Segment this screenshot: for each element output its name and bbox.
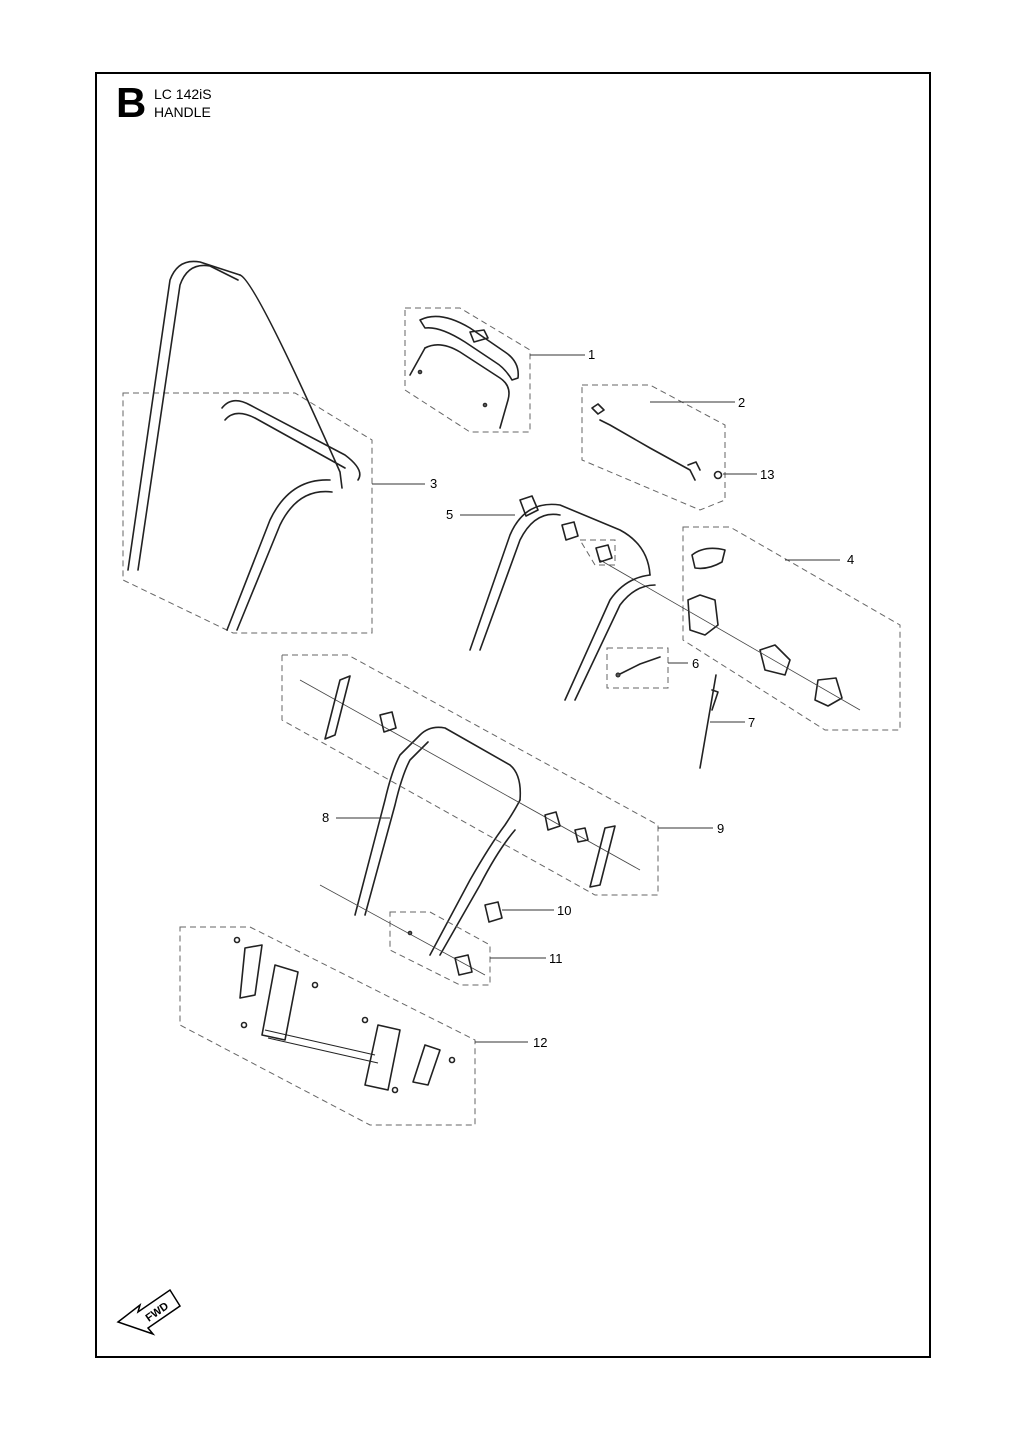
forward-arrow-icon: FWD [116,1288,182,1336]
section-name: HANDLE [154,104,211,120]
section-letter: B [116,79,147,126]
callout-7: 7 [748,715,755,730]
drawing-frame [95,72,931,1358]
callout-5: 5 [446,507,453,522]
callout-1: 1 [588,347,595,362]
part-10: 10 [484,901,571,923]
part-group-6: 6 [606,647,699,689]
callout-12: 12 [533,1035,547,1050]
callout-11: 11 [549,951,563,966]
part-group-3: 3 [122,260,437,634]
part-group-11: 11 [319,884,563,986]
model-code: LC 142iS [154,86,212,102]
callout-6: 6 [692,656,699,671]
part-group-4: 4 [599,526,901,731]
part-group-9: 9 [281,654,724,896]
part-group-8: 8 [322,726,522,956]
callout-4: 4 [847,552,854,567]
callout-8: 8 [322,810,329,825]
part-group-1: 1 [404,307,595,433]
part-13: 13 [713,467,774,482]
callout-3: 3 [430,476,437,491]
part-group-2: 2 [581,384,745,511]
callout-2: 2 [738,395,745,410]
part-group-5: 5 [446,495,656,701]
part-group-12: 12 [179,926,547,1126]
callout-13: 13 [760,467,774,482]
callout-10: 10 [557,903,571,918]
part-7: 7 [699,674,755,769]
callout-9: 9 [717,821,724,836]
